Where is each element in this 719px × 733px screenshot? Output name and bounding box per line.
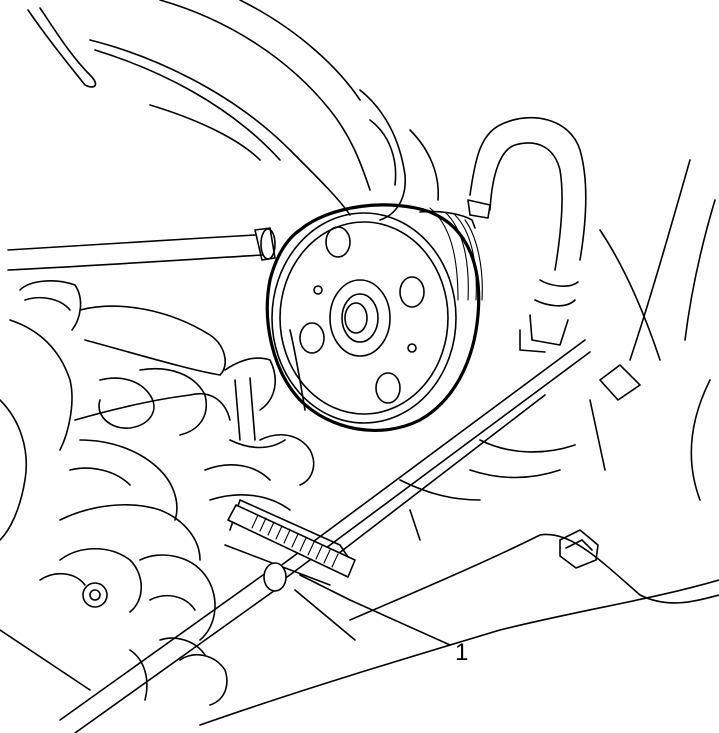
fuel-rail (7, 227, 276, 271)
engine-background-lines (27, 0, 440, 221)
water-pump-pulley (265, 203, 483, 432)
callout-1: 1 (299, 574, 468, 666)
coolant-hose (467, 117, 587, 353)
drive-belt (59, 339, 591, 733)
body-panel (199, 159, 719, 726)
tensioner-tool (227, 504, 356, 592)
callout-number-1: 1 (455, 639, 468, 666)
engine-block (0, 280, 351, 706)
